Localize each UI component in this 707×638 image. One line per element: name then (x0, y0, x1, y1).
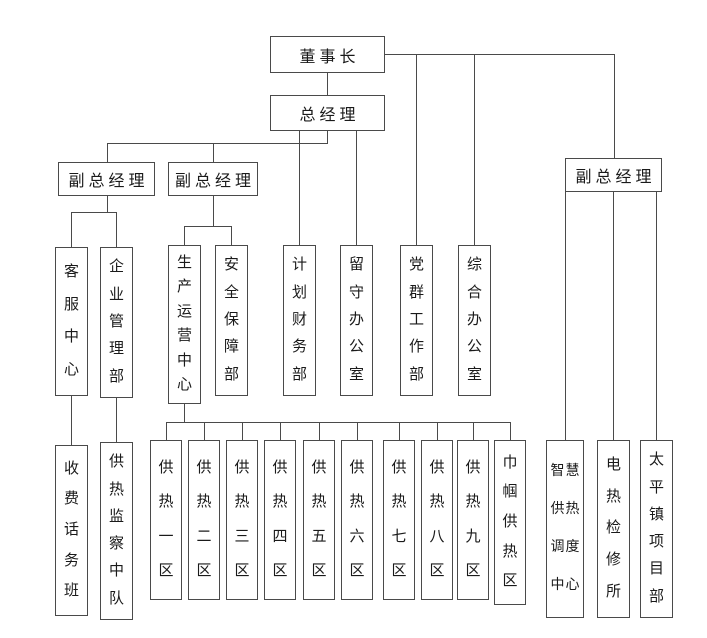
org-node-smart-heating-dispatch-center: 智慧供热调度中心 (546, 440, 584, 618)
org-node-heating-zone-6: 供热六区 (341, 440, 373, 600)
connector-line (71, 212, 72, 247)
connector-line (399, 422, 400, 440)
org-node-rear-office: 留守办公室 (340, 245, 373, 396)
org-node-planning-finance-dept: 计划财务部 (283, 245, 316, 396)
org-node-jinguo-heating-zone: 巾帼供热区 (494, 440, 526, 605)
org-node-heating-zone-2: 供热二区 (188, 440, 220, 600)
connector-line (656, 192, 657, 440)
connector-line (204, 422, 205, 440)
connector-line (510, 422, 511, 440)
org-node-heating-zone-5: 供热五区 (303, 440, 335, 600)
org-node-enterprise-management-dept: 企业管理部 (100, 247, 133, 398)
connector-line (166, 422, 167, 440)
org-node-heating-zone-3: 供热三区 (226, 440, 258, 600)
connector-line (565, 192, 566, 440)
org-node-deputy-gm-3: 副总经理 (565, 158, 662, 192)
connector-line (184, 226, 185, 245)
connector-line (327, 73, 328, 95)
org-node-production-operation-center: 生产运营中心 (168, 245, 201, 404)
connector-line (299, 131, 300, 245)
connector-line (166, 422, 511, 423)
org-node-heating-zone-9: 供热九区 (457, 440, 489, 600)
connector-line (356, 131, 357, 245)
org-node-party-mass-work-dept: 党群工作部 (400, 245, 433, 396)
connector-line (231, 226, 232, 245)
connector-line (71, 396, 72, 445)
org-node-taiping-town-project-dept: 太平镇项目部 (640, 440, 673, 618)
connector-line (474, 54, 475, 245)
org-node-deputy-gm-1: 副总经理 (58, 162, 155, 196)
connector-line (473, 422, 474, 440)
connector-line (107, 143, 328, 144)
connector-line (614, 54, 615, 158)
connector-line (385, 54, 615, 55)
connector-line (71, 212, 117, 213)
connector-line (107, 196, 108, 212)
connector-line (242, 422, 243, 440)
org-node-electric-heating-maintenance-office: 电热检修所 (597, 440, 630, 618)
connector-line (116, 212, 117, 247)
org-node-heating-zone-7: 供热七区 (383, 440, 415, 600)
org-node-deputy-gm-2: 副总经理 (168, 162, 258, 196)
org-node-customer-service-center: 客服中心 (55, 247, 88, 396)
org-node-chairman: 董事长 (270, 36, 385, 73)
connector-line (213, 196, 214, 226)
connector-line (107, 143, 108, 162)
connector-line (613, 192, 614, 440)
connector-line (116, 398, 117, 442)
connector-line (184, 226, 232, 227)
connector-line (437, 422, 438, 440)
connector-line (416, 54, 417, 245)
connector-line (184, 404, 185, 422)
org-node-general-office: 综合办公室 (458, 245, 491, 396)
org-node-heating-zone-1: 供热一区 (150, 440, 182, 600)
org-node-safety-assurance-dept: 安全保障部 (215, 245, 248, 396)
connector-line (319, 422, 320, 440)
connector-line (327, 131, 328, 143)
org-node-toll-call-team: 收费话务班 (55, 445, 88, 616)
org-node-heating-inspection-squad: 供热监察中队 (100, 442, 133, 620)
connector-line (213, 143, 214, 162)
org-node-general-manager: 总经理 (270, 95, 385, 131)
org-node-heating-zone-8: 供热八区 (421, 440, 453, 600)
org-node-heating-zone-4: 供热四区 (264, 440, 296, 600)
connector-line (280, 422, 281, 440)
connector-line (357, 422, 358, 440)
